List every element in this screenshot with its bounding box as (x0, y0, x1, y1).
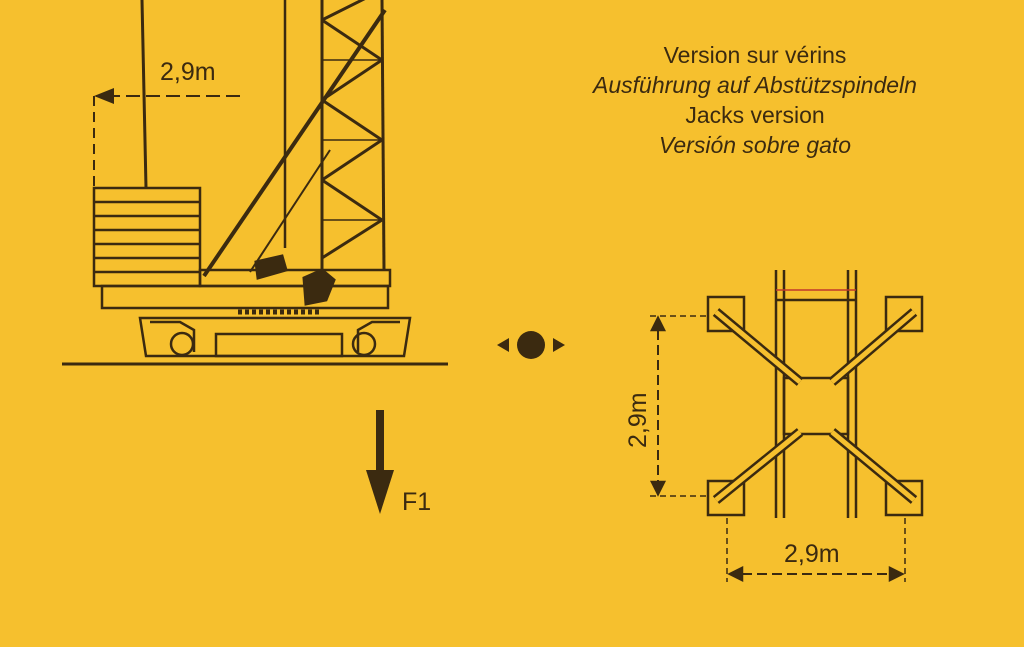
force-arrow (366, 410, 394, 514)
slewing-gear (302, 268, 336, 306)
lattice-tower (320, 0, 386, 271)
caption-block: Version sur vérins Ausführung auf Abstüt… (520, 40, 990, 160)
hoist-cable (140, 0, 148, 189)
jack-pad-bottom-left (706, 479, 746, 517)
boom-brace-inner (249, 149, 331, 273)
jack-pad-top-left (706, 295, 746, 333)
rotation-symbol (497, 331, 565, 359)
boom-brace (202, 8, 387, 278)
caption-spanish: Versión sobre gato (658, 132, 852, 158)
winch (254, 254, 288, 280)
center-block (782, 376, 850, 436)
force-label: F1 (402, 488, 431, 516)
undercarriage (138, 316, 412, 358)
caption-english: Jacks version (685, 102, 825, 128)
counterweight-base (198, 268, 392, 288)
caption-french: Version sur vérins (663, 42, 847, 68)
offset-dim-label: 2,9m (160, 58, 216, 86)
jack-plan-view (649, 270, 924, 583)
plan-horizontal-label: 2,9m (784, 540, 840, 568)
slewing-platform (100, 284, 390, 310)
caption-german: Ausführung auf Abstützspindeln (593, 72, 917, 98)
crane-side-view (62, 0, 448, 366)
jack-pad-top-right (884, 295, 924, 333)
jack-pad-bottom-right (884, 479, 924, 517)
counterweight-stack (92, 186, 202, 288)
plan-vertical-label: 2,9m (624, 392, 652, 448)
